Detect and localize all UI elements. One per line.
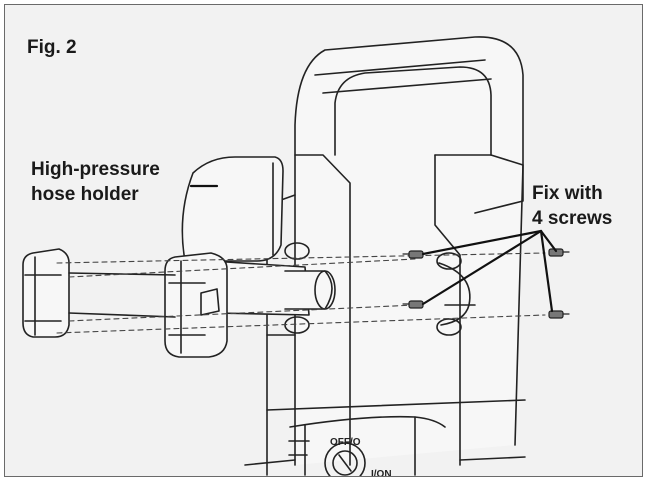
screw-leader-1 [421, 229, 543, 256]
switch-knob [324, 442, 366, 476]
screw-3 [548, 248, 570, 257]
hose-holder-callout-line2: hose holder [31, 184, 139, 205]
leader-lines [189, 184, 558, 313]
alignment-guides [56, 252, 546, 334]
hose-holder-assembled [164, 156, 336, 358]
hose-holder-callout: High-pressure hose holder [31, 157, 160, 207]
screws-callout-line1: Fix with [532, 183, 603, 204]
screw-leader-3 [539, 229, 558, 253]
hose-holder-callout-line1: High-pressure [31, 159, 160, 180]
screws-callout-line2: 4 screws [532, 208, 613, 229]
hose-holder-exploded [22, 248, 176, 338]
assembly-diagram: OFF/O I/ON [22, 36, 570, 477]
figure-frame: OFF/O I/ON Fig. 2 High-pressure hose hol… [4, 4, 643, 477]
pressure-washer-body [244, 36, 526, 476]
figure-label: Fig. 2 [27, 37, 77, 58]
switch-off-label: OFF/O [330, 437, 361, 448]
switch-on-label: I/ON [371, 469, 392, 477]
screw-leader-4 [539, 229, 554, 313]
screw-4 [548, 310, 570, 319]
screws-callout: Fix with 4 screws [532, 181, 612, 231]
screws [402, 248, 570, 319]
screw-leader-2 [421, 229, 543, 306]
